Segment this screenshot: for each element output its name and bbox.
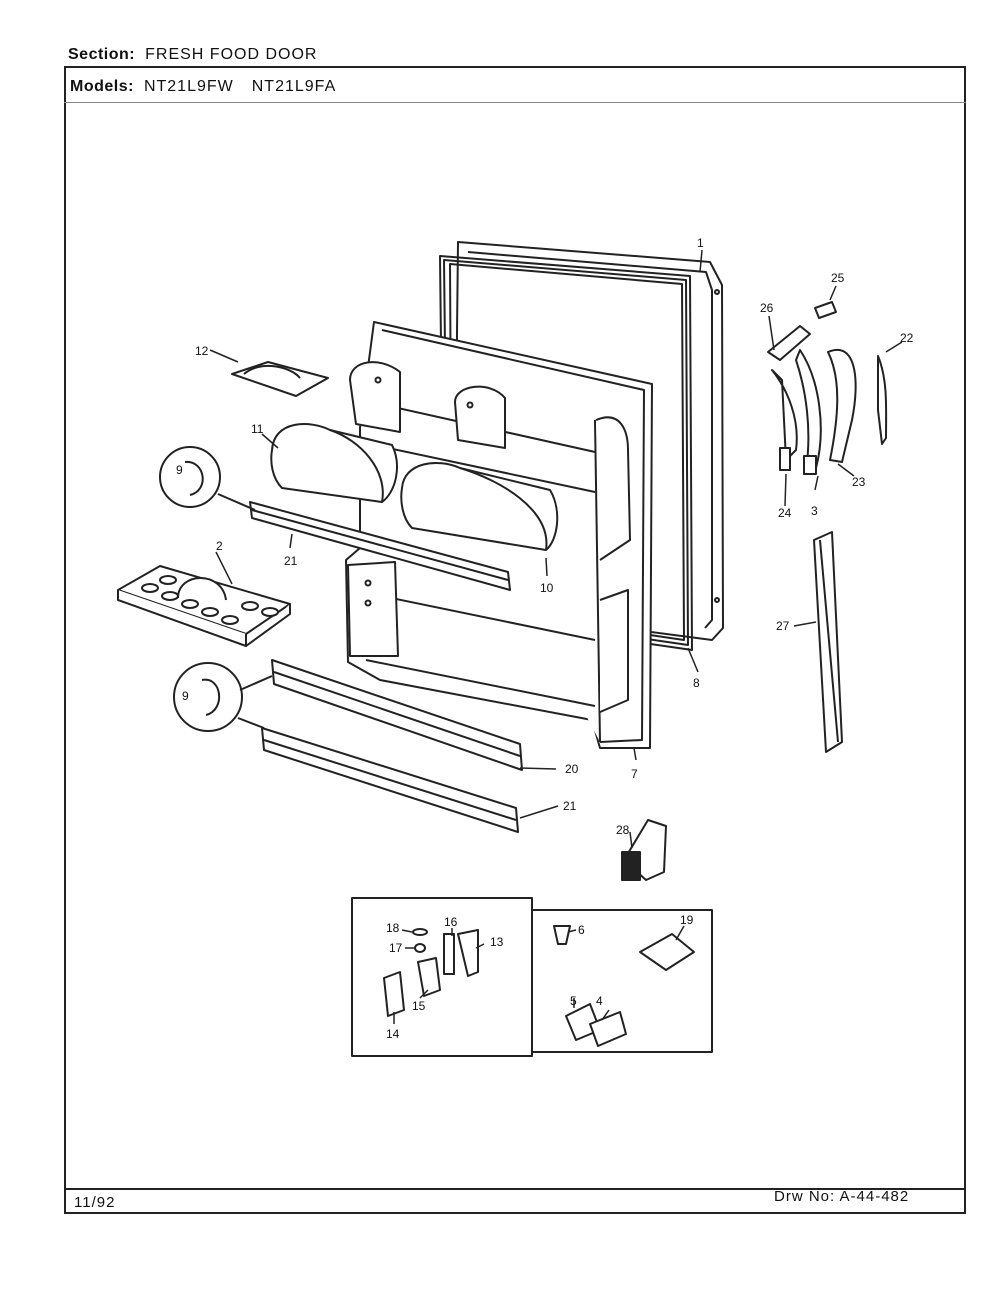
callout-labels: 1 2 3 4 5 6 7 8 9 9 10 11 12 13 14 15 16… xyxy=(176,236,914,1041)
dairy-door xyxy=(231,361,329,397)
hardware-detail-box-right xyxy=(531,909,713,1053)
section-value: FRESH FOOD DOOR xyxy=(145,46,318,63)
callout-7: 7 xyxy=(631,767,638,781)
callout-12: 12 xyxy=(195,344,209,358)
door-bar-upper xyxy=(249,501,511,591)
callout-5: 5 xyxy=(570,994,577,1008)
callout-26: 26 xyxy=(760,301,774,315)
footer-divider xyxy=(64,1188,966,1190)
shelf-cover-lower xyxy=(400,461,559,551)
callout-24: 24 xyxy=(778,506,792,520)
callout-16: 16 xyxy=(444,915,458,929)
model-number-2: NT21L9FA xyxy=(251,78,337,95)
callout-22: 22 xyxy=(900,331,914,345)
model-number-1: NT21L9FW xyxy=(143,78,234,95)
drawing-label: Drw No: xyxy=(774,1188,836,1205)
door-bar-lower xyxy=(261,727,519,833)
hardware-detail-box-left xyxy=(351,897,533,1057)
callout-11: 11 xyxy=(251,422,264,436)
section-label: Section: xyxy=(68,46,136,63)
door-bracket xyxy=(621,819,667,881)
callout-23: 23 xyxy=(852,475,866,489)
callout-27: 27 xyxy=(776,619,790,633)
callout-10: 10 xyxy=(540,581,554,595)
callout-25: 25 xyxy=(831,271,845,285)
hardware-parts xyxy=(383,925,695,1047)
callout-8: 8 xyxy=(693,676,700,690)
rack-clip-detail-lower xyxy=(173,662,273,732)
egg-tray xyxy=(117,565,291,647)
drawing-value: A-44-482 xyxy=(839,1188,910,1205)
callout-9-lower: 9 xyxy=(182,689,189,703)
callout-13: 13 xyxy=(490,935,504,949)
models-label: Models: xyxy=(70,78,134,95)
callout-20: 20 xyxy=(565,762,579,776)
callout-18: 18 xyxy=(386,921,400,935)
callout-14: 14 xyxy=(386,1027,400,1041)
callout-2: 2 xyxy=(216,539,223,553)
section-heading: Section: FRESH FOOD DOOR xyxy=(68,46,317,64)
callout-15: 15 xyxy=(412,999,426,1013)
callout-17: 17 xyxy=(389,941,403,955)
shelf-cover-upper xyxy=(270,423,398,503)
callout-21-lower: 21 xyxy=(563,799,577,813)
door-bar-middle xyxy=(271,659,523,771)
callout-6: 6 xyxy=(578,923,585,937)
models-divider xyxy=(64,102,966,103)
callout-4: 4 xyxy=(596,994,603,1008)
callout-3: 3 xyxy=(811,504,818,518)
callout-9-upper: 9 xyxy=(176,463,183,477)
models-heading: Models: NT21L9FW NT21L9FA xyxy=(70,78,336,96)
hinge-parts xyxy=(767,301,888,475)
rack-clip-detail-upper xyxy=(159,446,256,511)
diagram-frame xyxy=(64,66,966,1214)
callout-19: 19 xyxy=(680,913,694,927)
callout-28: 28 xyxy=(616,823,630,837)
door-strip xyxy=(813,531,843,753)
leader-lines xyxy=(209,249,903,1024)
drawing-number: Drw No: A-44-482 xyxy=(774,1188,909,1205)
revision-date: 11/92 xyxy=(74,1194,116,1211)
callout-1: 1 xyxy=(697,236,704,250)
callout-21-upper: 21 xyxy=(284,554,298,568)
